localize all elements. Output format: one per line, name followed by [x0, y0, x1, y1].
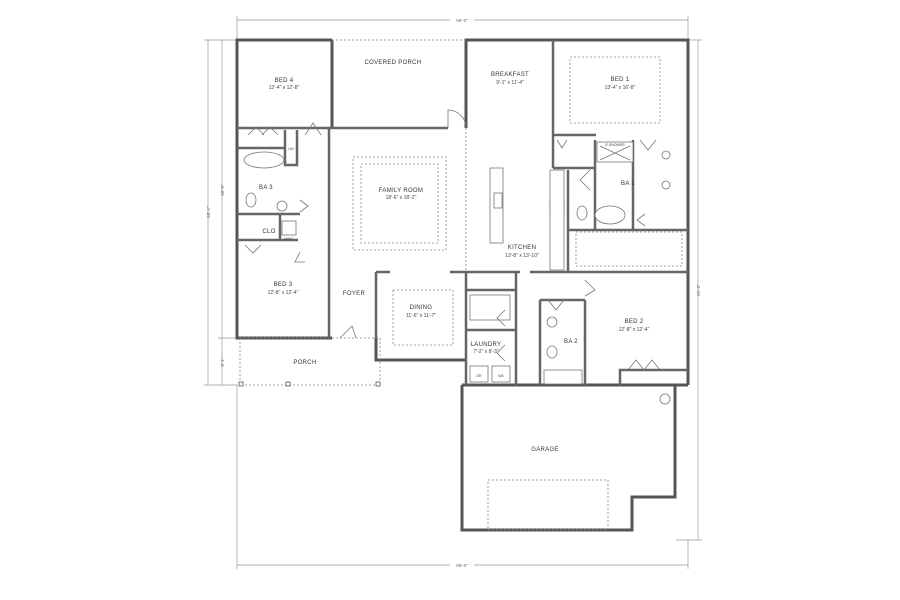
room-bed-1: BED 1 13'-4" x 16'-8" — [605, 77, 636, 91]
sink — [276, 200, 288, 212]
interior-walls — [237, 40, 688, 385]
room-bed-3: BED 3 12'-8" x 12'-4" — [268, 282, 299, 296]
svg-text:BA 3: BA 3 — [259, 185, 273, 191]
dryer — [469, 365, 489, 383]
svg-text:BED 1: BED 1 — [611, 77, 630, 83]
bathtub — [243, 151, 285, 169]
svg-text:9'-1" x 11'-4": 9'-1" x 11'-4" — [496, 80, 524, 86]
svg-text:12'-8" x 12'-4": 12'-8" x 12'-4" — [619, 327, 650, 333]
svg-text:COVERED PORCH: COVERED PORCH — [365, 60, 422, 66]
svg-text:18'-6" x 18'-2": 18'-6" x 18'-2" — [386, 195, 417, 201]
svg-text:13'-8" x 13'-10": 13'-8" x 13'-10" — [505, 253, 539, 259]
toilet — [245, 192, 257, 208]
linen-label: LIN — [288, 147, 294, 151]
svg-text:LAUNDRY: LAUNDRY — [471, 342, 502, 348]
svg-text:BA 1: BA 1 — [621, 181, 635, 187]
shower-label: 5' SHOWER — [605, 143, 625, 147]
hvac-unit — [281, 220, 297, 236]
svg-text:BED 3: BED 3 — [274, 282, 293, 288]
room-kitchen: KITCHEN 13'-8" x 13'-10" — [505, 245, 539, 259]
dim-right: 61'-2" — [696, 284, 701, 296]
room-bed-4: BED 4 12'-4" x 12'-8" — [269, 78, 300, 91]
room-covered-porch: COVERED PORCH — [365, 60, 422, 66]
svg-text:FOYER: FOYER — [343, 291, 366, 297]
hvac-label: HVAC — [284, 237, 294, 241]
svg-text:7'-2" x 8'-3": 7'-2" x 8'-3" — [473, 349, 498, 355]
svg-text:CLO: CLO — [262, 229, 275, 235]
fixtures — [243, 141, 671, 405]
svg-text:BED 4: BED 4 — [275, 78, 294, 84]
svg-text:FAMILY ROOM: FAMILY ROOM — [379, 188, 423, 194]
svg-text:13'-4" x 16'-8": 13'-4" x 16'-8" — [605, 85, 636, 91]
svg-text:12'-4" x 12'-8": 12'-4" x 12'-8" — [269, 85, 300, 91]
exterior-walls — [235, 38, 690, 532]
dim-top: 59'-0" — [456, 18, 468, 23]
room-family-room: FAMILY ROOM 18'-6" x 18'-2" — [379, 188, 423, 201]
dryer-label: DR — [476, 374, 482, 378]
room-laundry: LAUNDRY 7'-2" x 8'-3" — [471, 342, 502, 355]
svg-text:11'-6" x 11'-7": 11'-6" x 11'-7" — [406, 313, 436, 319]
svg-text:GARAGE: GARAGE — [531, 447, 558, 453]
dimension-lines — [204, 16, 702, 569]
dim-left-overall: 48'-1" — [206, 206, 211, 218]
svg-text:BA 2: BA 2 — [564, 339, 578, 345]
bathtub-master — [594, 205, 626, 225]
room-porch: PORCH — [293, 360, 316, 366]
washer-label: WA — [498, 374, 504, 378]
svg-text:DINING: DINING — [410, 305, 433, 311]
washer — [491, 365, 511, 383]
room-closet: CLO — [262, 229, 275, 235]
room-bed-2: BED 2 12'-8" x 12'-4" — [619, 319, 650, 333]
dim-left-main: 40'-0" — [220, 184, 225, 196]
dim-left-porch: 8'-1" — [220, 357, 225, 366]
svg-text:PORCH: PORCH — [293, 360, 316, 366]
svg-text:BREAKFAST: BREAKFAST — [491, 72, 529, 78]
room-garage: GARAGE — [531, 447, 558, 453]
room-ba-3: BA 3 — [259, 185, 273, 191]
room-breakfast: BREAKFAST 9'-1" x 11'-4" — [491, 72, 529, 86]
svg-text:BED 2: BED 2 — [625, 319, 644, 325]
dim-bottom: 59'-0" — [456, 563, 468, 568]
svg-text:12'-8" x 12'-4": 12'-8" x 12'-4" — [268, 290, 299, 296]
room-ba-2: BA 2 — [564, 339, 578, 345]
room-foyer: FOYER — [343, 291, 366, 297]
room-ba-1: BA 1 — [621, 181, 635, 187]
svg-text:KITCHEN: KITCHEN — [508, 245, 536, 251]
room-dining: DINING 11'-6" x 11'-7" — [406, 305, 436, 319]
doors — [244, 122, 661, 371]
